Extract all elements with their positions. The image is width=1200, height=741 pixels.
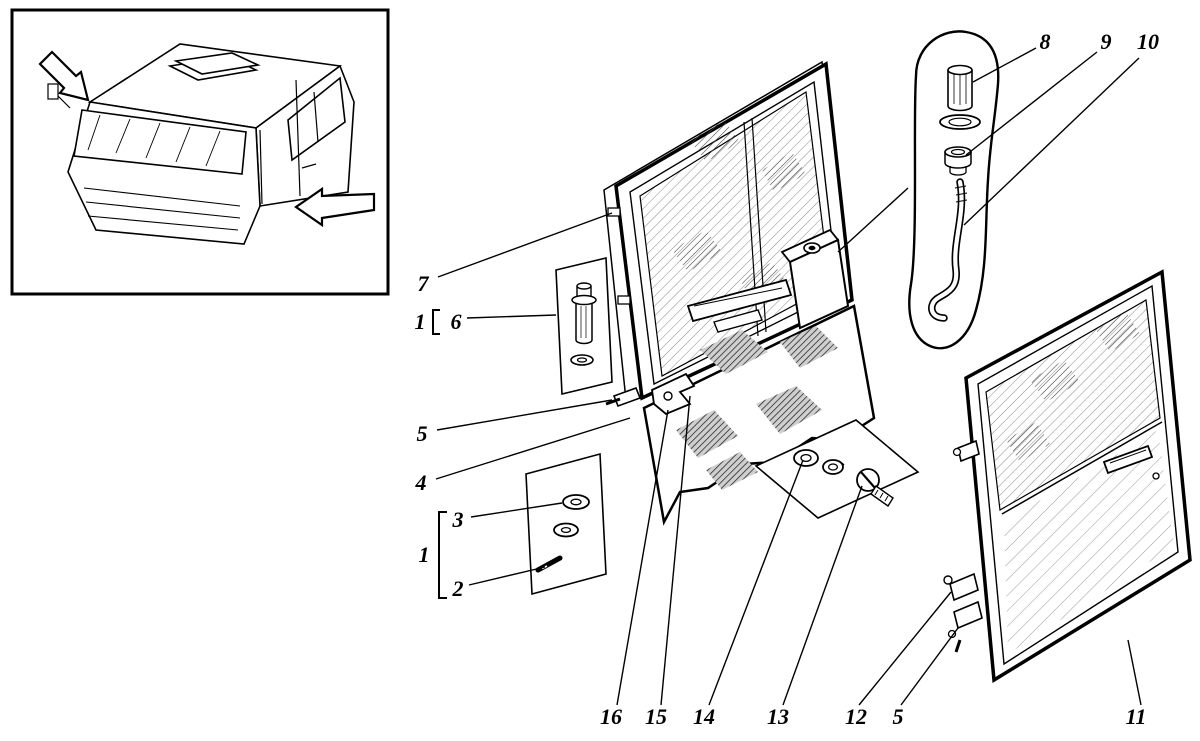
callout-1a: 1 [414, 309, 426, 334]
leader-5a [436, 399, 613, 431]
inner-handle-bar [686, 278, 793, 333]
callout-6: 6 [450, 309, 462, 334]
leader-3 [470, 502, 563, 518]
callout-3: 3 [452, 507, 464, 532]
front-door-assembly [603, 60, 876, 526]
upper-hinge [952, 439, 980, 463]
callout-5a: 5 [416, 421, 428, 446]
callout-bracket-1-2-3 [438, 511, 447, 599]
lock-rod [928, 178, 968, 322]
lower-panel-shading [1004, 430, 1174, 654]
cab-side-details [47, 79, 319, 205]
glass-blotches [1006, 312, 1140, 462]
callout-5b: 5 [892, 704, 904, 729]
callout-11: 11 [1125, 704, 1147, 729]
rear-door-assembly [943, 269, 1192, 683]
balloon-outline [908, 30, 1000, 350]
belt-line [1001, 421, 1163, 515]
lock-parts-balloon [908, 30, 1000, 350]
callout-7: 7 [417, 271, 429, 296]
latch-bracket [651, 372, 696, 416]
screw-washer-panel [754, 419, 920, 519]
callout-2: 2 [452, 576, 464, 601]
leader-10 [963, 57, 1140, 226]
leader-2 [468, 566, 546, 586]
slotted-screw [856, 468, 894, 507]
door-glass [985, 299, 1161, 511]
callout-12: 12 [845, 704, 867, 729]
leader-4 [435, 417, 631, 480]
inset-cab-illustration [10, 8, 390, 296]
button-grommet [944, 146, 972, 176]
hinge-pin [571, 282, 597, 345]
spring-washer [822, 459, 845, 475]
door-pointer-arrow-left-icon [38, 50, 90, 102]
door-edge-hinge-parts [605, 207, 642, 408]
leader-lines [435, 47, 1142, 706]
callout-9: 9 [1100, 29, 1112, 54]
cab-body [67, 43, 355, 245]
callout-14: 14 [693, 704, 715, 729]
leader-14 [708, 459, 804, 706]
callout-4: 4 [415, 470, 427, 495]
callout-bracket-1-6 [432, 309, 440, 335]
callout-13: 13 [767, 704, 789, 729]
callout-15: 15 [645, 704, 667, 729]
callout-1b: 1 [418, 542, 430, 567]
door-lock-block [780, 228, 850, 330]
callout-10: 10 [1137, 29, 1159, 54]
leader-15 [660, 395, 691, 706]
windshield-hatching [87, 114, 221, 167]
leader-16 [616, 409, 669, 706]
leader-6 [466, 314, 557, 319]
callout-16: 16 [600, 704, 622, 729]
washer-lower [553, 522, 579, 538]
leader-8 [972, 47, 1037, 83]
lower-hinge-exploded [943, 572, 983, 653]
washer-upper [562, 494, 590, 510]
door-inner-frame [977, 284, 1179, 666]
grille-lines [83, 187, 241, 231]
callout-8: 8 [1039, 29, 1051, 54]
hinge-pin-washer [570, 354, 594, 366]
leader-13 [782, 485, 863, 706]
hinge-pin-panel [555, 256, 613, 396]
door-pointer-arrow-right-icon [294, 186, 376, 228]
leader-5b [900, 627, 959, 706]
washer-pin-panel [525, 452, 607, 596]
leader-11 [1127, 639, 1142, 706]
panel-plate [555, 256, 613, 396]
leader-12 [858, 591, 952, 706]
leader-7 [437, 212, 613, 278]
door-handle [1102, 444, 1160, 480]
leader-9 [965, 51, 1098, 156]
leader-balloon-to-lock [837, 187, 909, 253]
flat-washer [793, 449, 819, 467]
inner-panel-blotches [676, 326, 838, 490]
lock-button [939, 64, 981, 130]
